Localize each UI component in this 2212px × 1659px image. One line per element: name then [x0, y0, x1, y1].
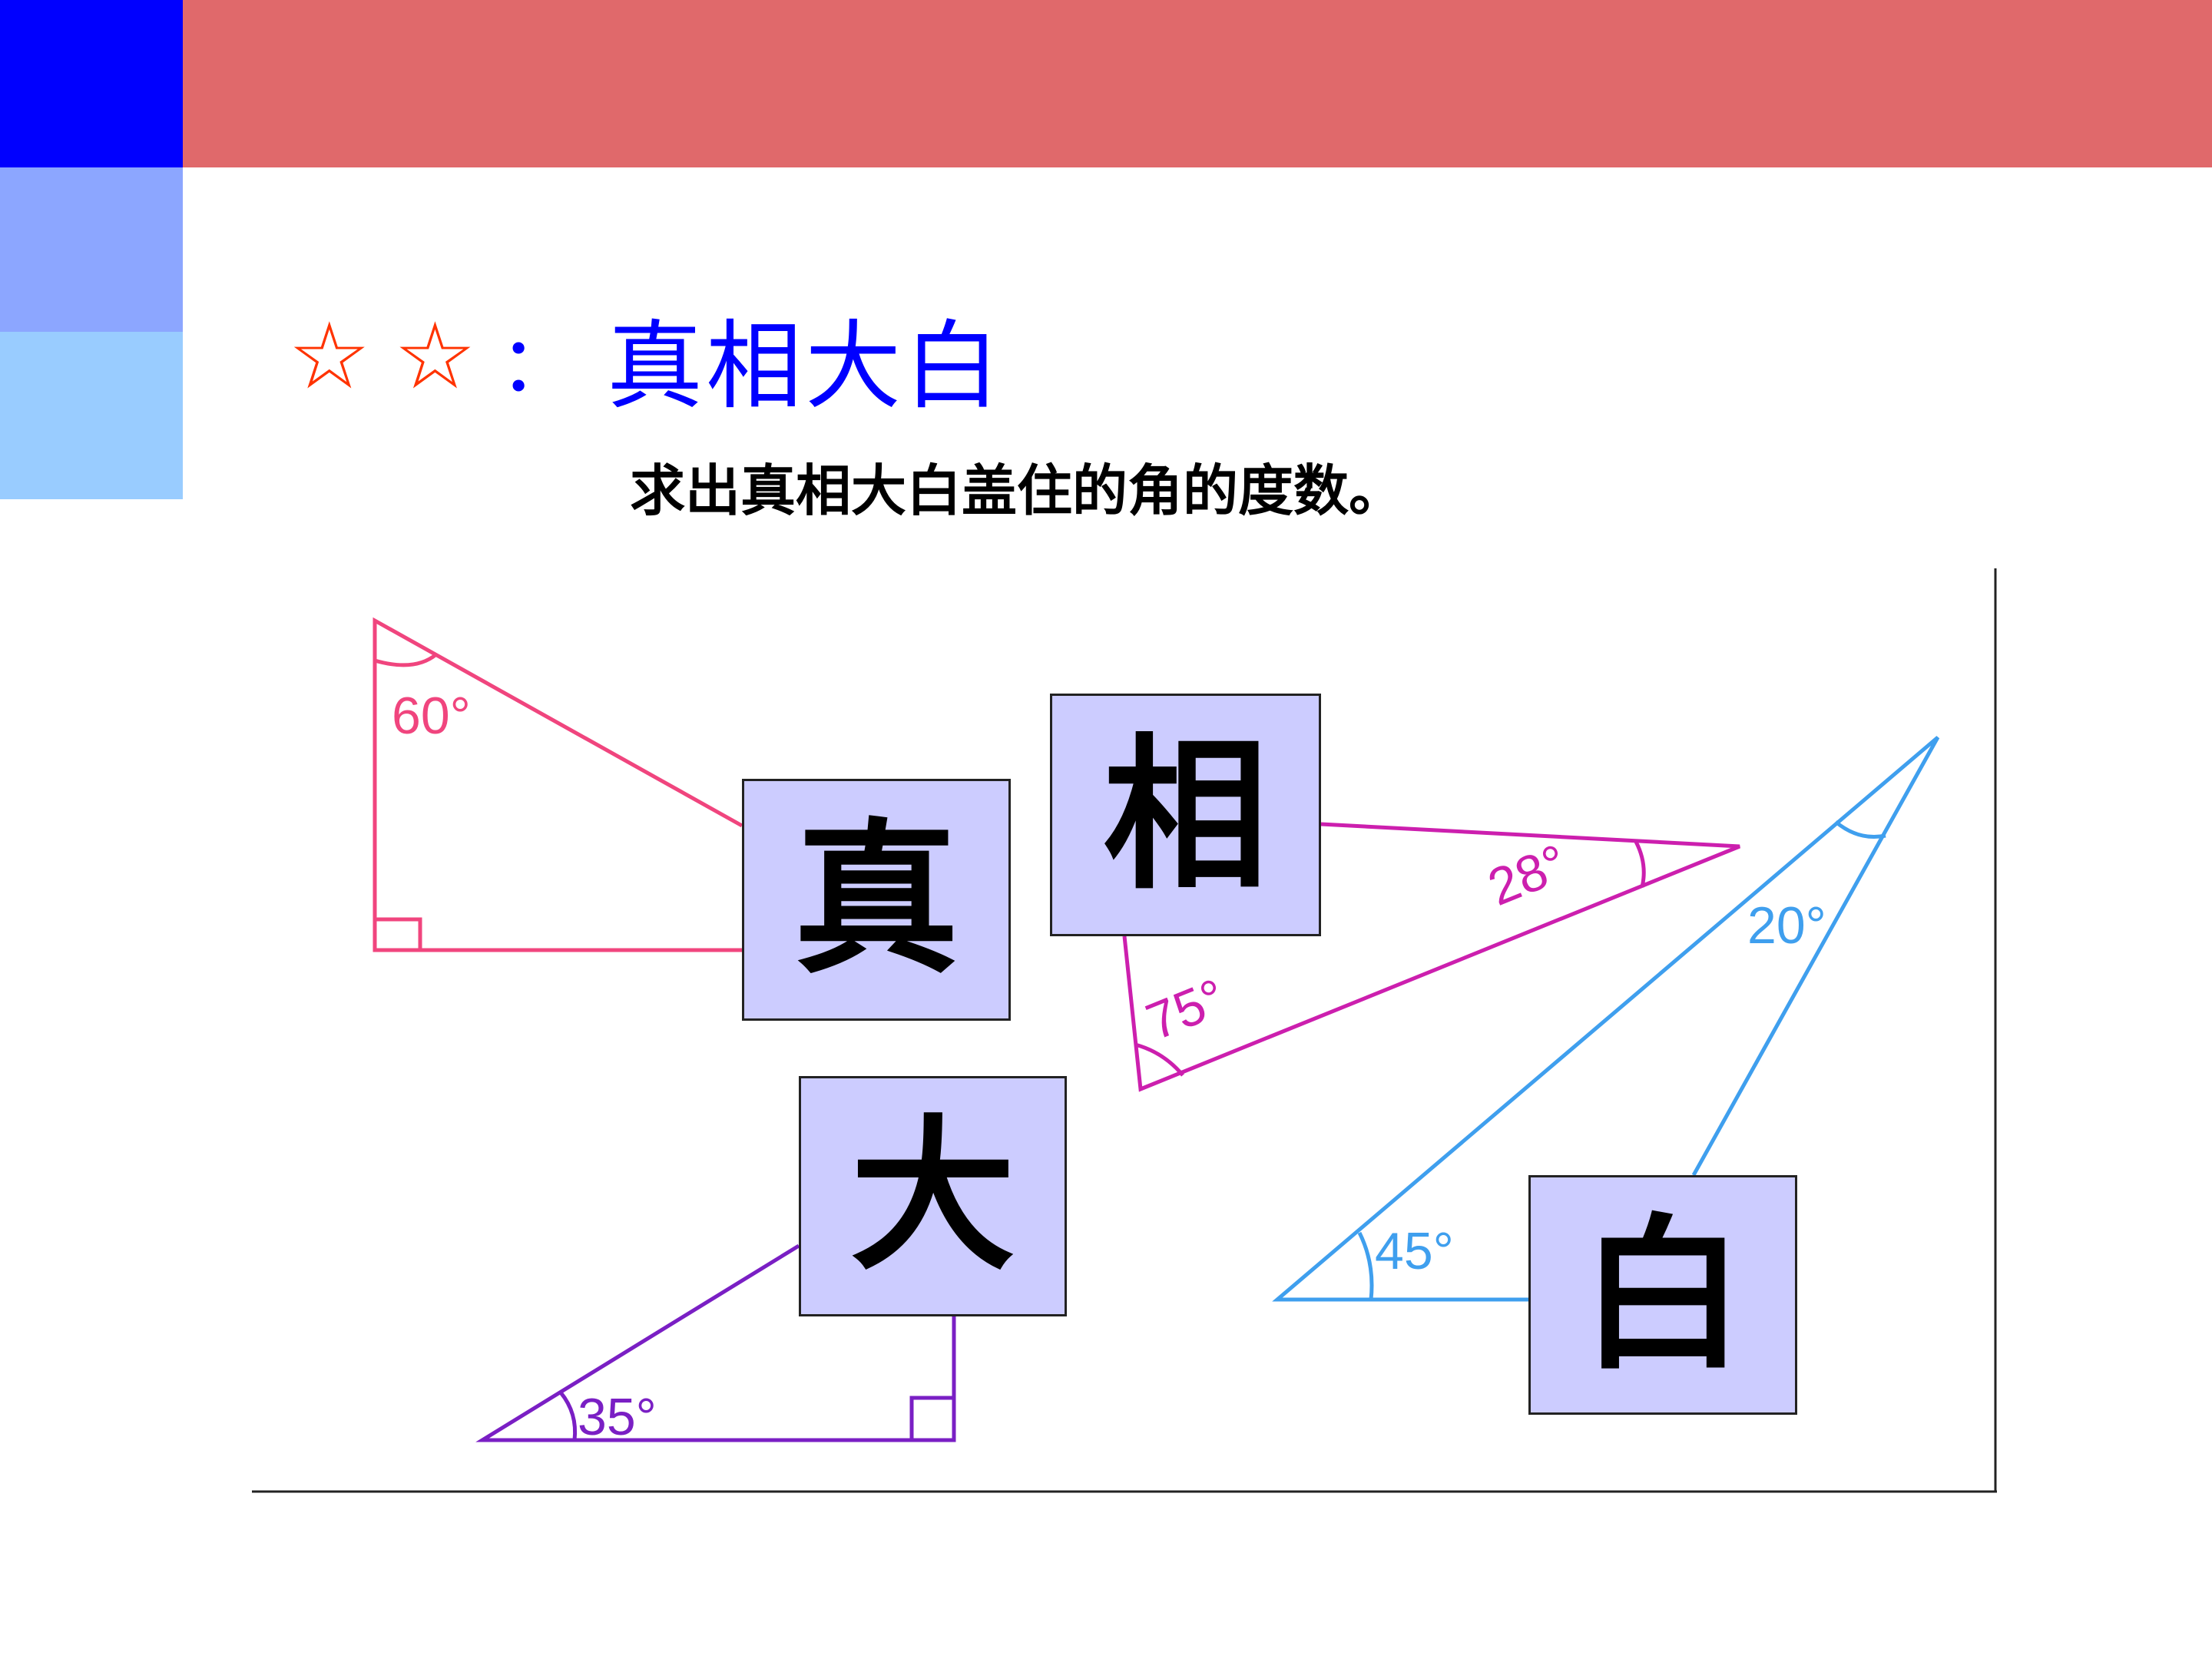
cover-card-zhen: 真 — [742, 779, 1011, 1021]
angle-label-35: 35° — [578, 1388, 657, 1446]
page-title: ☆ ☆ ： 真相大白 — [288, 303, 1003, 422]
cover-card-xiang: 相 — [1050, 694, 1321, 936]
star-icon: ☆ — [288, 303, 371, 410]
right-angle-marker — [373, 917, 422, 952]
angle-arc — [1357, 1231, 1374, 1300]
angle-label-20: 20° — [1747, 896, 1826, 955]
angle-arc — [1834, 820, 1886, 839]
corner-block-mid-blue — [0, 167, 183, 332]
right-angle-marker — [909, 1396, 956, 1442]
triangle-purple: 35° — [475, 1243, 956, 1446]
title-colon: ： — [499, 319, 577, 409]
angle-arc — [1134, 1042, 1184, 1077]
angle-arc — [1634, 840, 1646, 888]
angle-label-60: 60° — [392, 687, 471, 745]
header-band — [183, 0, 2212, 167]
title-text: 真相大白 — [607, 310, 1004, 422]
instruction-text: 求出真相大白盖住的角的度数。 — [630, 459, 1405, 523]
star-icon: ☆ — [393, 303, 477, 410]
angle-arc — [559, 1391, 578, 1441]
corner-block-light-blue — [0, 332, 183, 499]
angle-label-75: 75° — [1138, 968, 1233, 1051]
cover-card-bai: 白 — [1528, 1175, 1797, 1415]
cover-card-da: 大 — [799, 1076, 1067, 1316]
triangle-blue: 20° 45° — [1272, 736, 1940, 1302]
angle-label-28: 28° — [1480, 833, 1575, 917]
angle-arc — [374, 653, 438, 667]
angle-label-45: 45° — [1375, 1222, 1454, 1280]
triangle-pink: 60° — [373, 617, 743, 952]
corner-block-dark-blue — [0, 0, 183, 167]
